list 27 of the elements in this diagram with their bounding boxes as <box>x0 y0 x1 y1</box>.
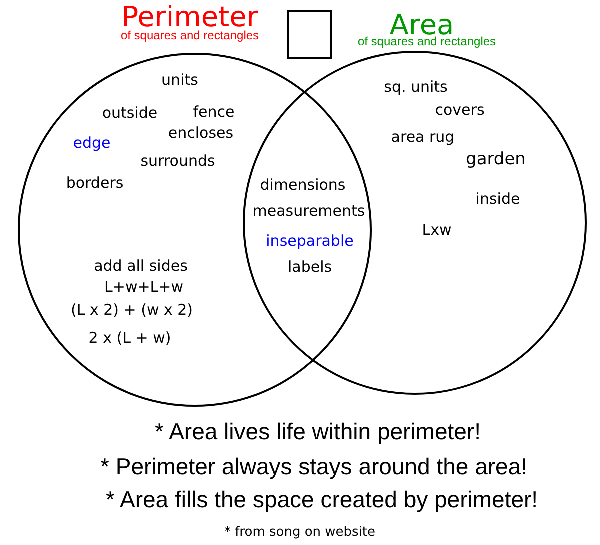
note-sentence: * Area lives life within perimeter! <box>155 419 481 445</box>
venn-term: Lxw <box>422 222 452 238</box>
venn-subheading: of squares and rectangles <box>120 30 260 42</box>
venn-term: borders <box>66 174 124 192</box>
venn-term: area rug <box>391 128 455 146</box>
venn-term: inside <box>476 190 520 208</box>
venn-term: measurements <box>252 202 366 220</box>
venn-term: garden <box>466 150 526 170</box>
venn-term: units <box>162 72 198 88</box>
venn-term: fence <box>193 104 235 120</box>
venn-term: dimensions <box>260 176 346 194</box>
venn-term: 2 x (L + w) <box>88 330 172 346</box>
venn-term: labels <box>288 258 332 276</box>
venn-term: L+w+L+w <box>104 278 184 296</box>
venn-term: * from song on website <box>224 526 376 540</box>
venn-term: encloses <box>168 124 234 142</box>
note-sentence: * Area fills the space created by perimeter! <box>106 487 538 513</box>
venn-term: covers <box>435 102 485 118</box>
venn-term: add all sides <box>94 258 188 274</box>
venn-term: inseparable <box>266 232 354 250</box>
venn-heading: Perimeter <box>122 2 258 32</box>
venn-term: edge <box>73 134 111 152</box>
venn-term: surrounds <box>140 152 216 170</box>
note-sentence: * Perimeter always stays around the area! <box>100 454 528 480</box>
venn-term: (L x 2) + (w x 2) <box>70 302 194 318</box>
venn-term: outside <box>102 104 158 122</box>
venn-term: sq. units <box>384 78 448 96</box>
